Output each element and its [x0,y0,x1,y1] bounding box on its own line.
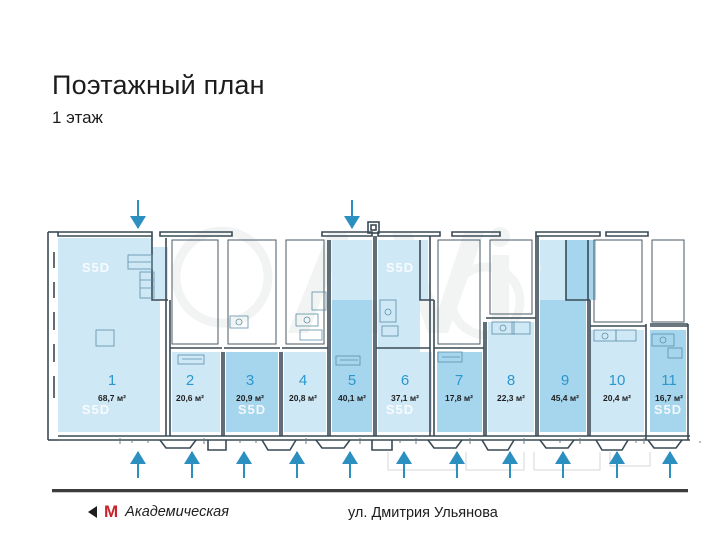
room-area-1: 68,7 м² [98,393,126,403]
room-number-5: 5 [348,372,356,389]
room-area-4: 20,8 м² [289,393,317,403]
room-number-3: 3 [246,372,254,389]
room-shape-3 [226,352,278,432]
page-subtitle: 1 этаж [52,108,103,127]
room-shape-8 [488,322,534,432]
room-area-7: 17,8 м² [445,393,473,403]
footer-divider [52,489,688,493]
room-shape-1 [58,238,168,432]
page-title: Поэтажный план [52,70,265,100]
room-watermark: S5D [82,402,110,417]
room-area-3: 20,9 м² [236,393,264,403]
room-watermark: S5D [386,260,414,275]
footer: M Академическая ул. Дмитрия Ульянова [52,500,688,530]
room-area-9: 45,4 м² [551,393,579,403]
room-area-10: 20,4 м² [603,393,631,403]
room-number-1: 1 [108,372,116,389]
room-area-5: 40,1 м² [338,393,366,403]
room-number-2: 2 [186,372,194,389]
metro-station-label: Академическая [125,503,229,520]
room-shape-10 [591,330,644,432]
room-number-8: 8 [507,372,515,389]
fixtures [95,254,683,366]
room-watermark: S5D [514,260,542,275]
room-shape-11 [650,330,686,432]
room-number-7: 7 [455,372,463,389]
room-watermark: S5D [386,402,414,417]
room-area-6: 37,1 м² [391,393,419,403]
dimension-ticks [119,438,701,444]
room-shape-6 [378,240,432,432]
room-watermark: S5D [82,260,110,275]
entrance-porches [159,439,683,451]
room-number-10: 10 [609,372,626,389]
room-area-8: 22,3 м² [497,393,525,403]
metro-m-icon: M [104,502,119,521]
room-number-4: 4 [299,372,307,389]
interior-walls [165,236,591,436]
room-watermark: S5D [654,402,682,417]
room-area-11: 16,7 м² [655,393,683,403]
room-shape-7 [437,352,482,432]
room-number-9: 9 [561,372,569,389]
triangle-left-icon [88,505,97,518]
room-area-2: 20,6 м² [176,393,204,403]
entrance-arrow-bottom [130,451,678,478]
room-number-6: 6 [401,372,409,389]
entrance-arrow-top [130,200,360,229]
room-shape-2 [172,352,220,432]
room-number-11: 11 [661,372,677,389]
metro-info: M Академическая [88,503,229,520]
street-label: ул. Дмитрия Ульянова [348,505,498,521]
sidewalk-outline [387,452,651,471]
roof-element [367,221,380,234]
room-shape-4 [284,352,326,432]
room-labels: 1 68,7 м² 2 20,6 м² 3 20,9 м² 4 20,8 м² … [98,372,683,403]
room-watermark: S5D [238,402,266,417]
